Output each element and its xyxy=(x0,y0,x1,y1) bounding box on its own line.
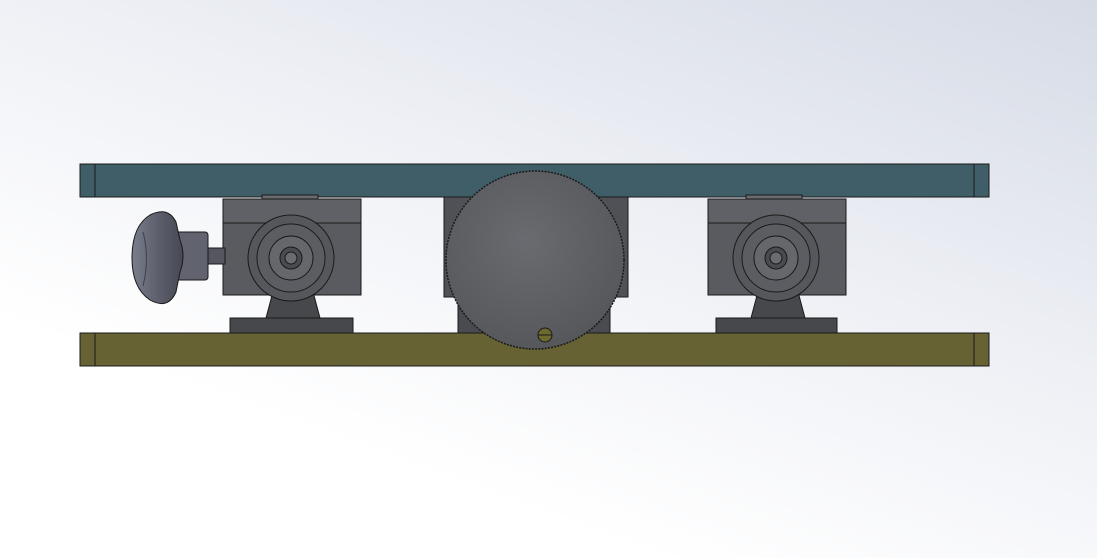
center-drum xyxy=(445,170,625,350)
left-bearing-block xyxy=(222,194,362,334)
right-bearing-block xyxy=(707,194,847,334)
adjustment-knob[interactable] xyxy=(131,211,226,305)
